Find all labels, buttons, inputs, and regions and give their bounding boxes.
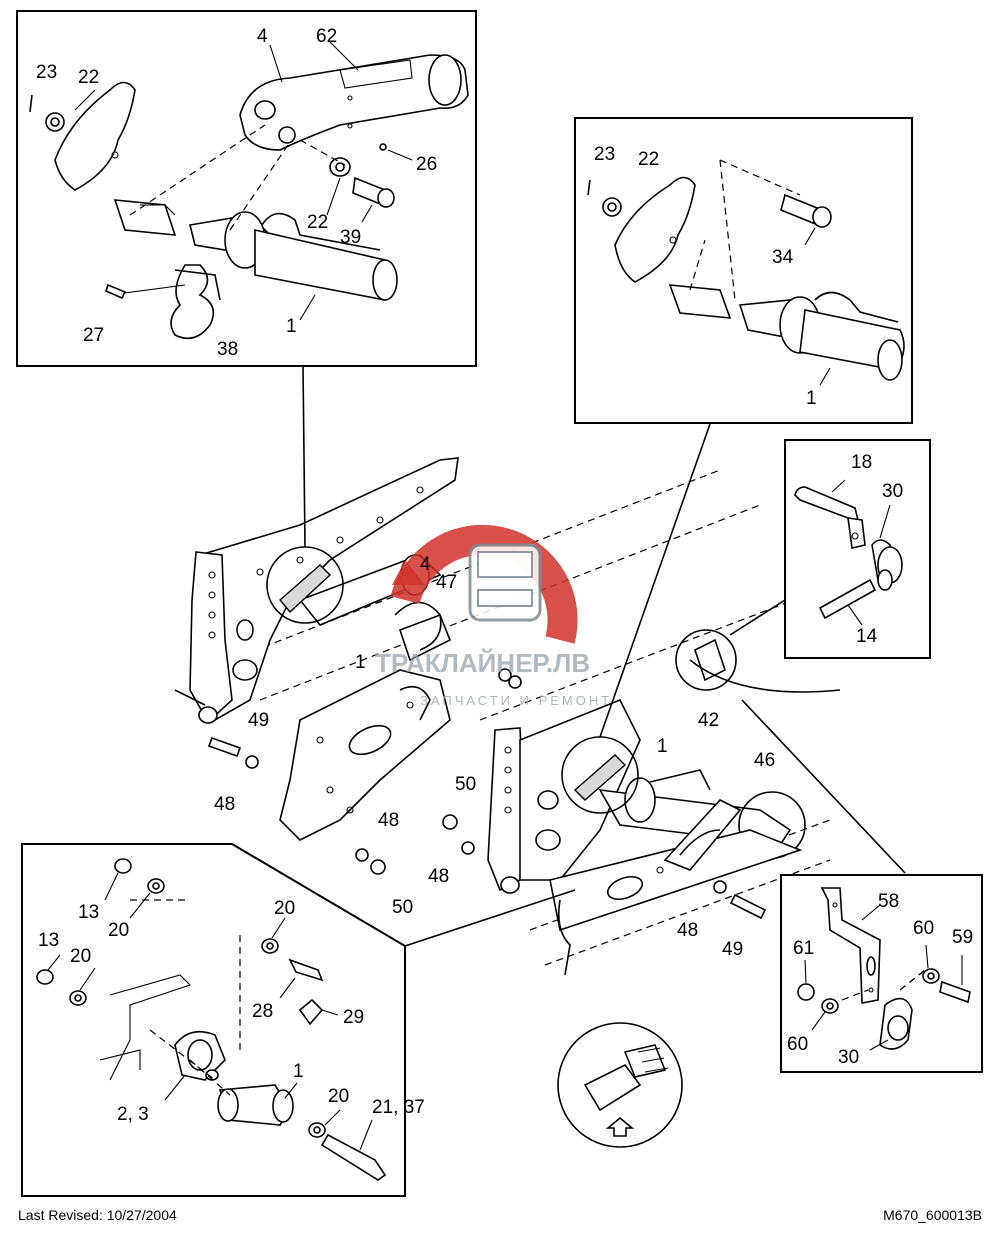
watermark-tagline: ЗАПЧАСТИ И РЕМОНТ (420, 693, 612, 708)
callout-label: 38 (217, 339, 238, 360)
callout-label: 22 (307, 212, 328, 233)
callout-label: 28 (252, 1001, 273, 1022)
inset-leader-lines (302, 365, 906, 947)
view-direction-inset (557, 1022, 683, 1148)
callout-label: 30 (882, 481, 903, 502)
callout-label: 1 (293, 1061, 304, 1082)
callout-label: 49 (722, 939, 743, 960)
callout-label: 42 (698, 710, 719, 731)
callout-label: 23 (594, 144, 615, 165)
inset-bottom-left (21, 843, 406, 1197)
callout-label: 18 (851, 452, 872, 473)
callout-label: 21, 37 (372, 1097, 425, 1118)
callout-label: 59 (952, 927, 973, 948)
callout-label: 34 (772, 247, 794, 268)
callout-label: 1 (355, 652, 366, 673)
inset-top-left (16, 10, 477, 367)
callout-label: 61 (793, 938, 814, 959)
callout-label: 23 (36, 62, 57, 83)
last-revised: Last Revised: 10/27/2004 (18, 1207, 177, 1223)
figure-code: M670_600013B (883, 1207, 982, 1223)
callout-label: 49 (248, 710, 269, 731)
main-assembly-view (174, 457, 841, 976)
callout-label: 1 (657, 736, 668, 757)
callout-label: 30 (838, 1047, 859, 1068)
callout-label: 20 (70, 946, 91, 967)
callout-label: 1 (286, 316, 297, 337)
inset-bottom-right (780, 874, 983, 1073)
callout-label: 48 (428, 866, 449, 887)
callout-label: 29 (343, 1007, 364, 1028)
callout-label: 1 (806, 388, 817, 409)
callout-label: 22 (638, 149, 659, 170)
watermark: ТРАКЛАЙНЕР.ЛВ ЗАПЧАСТИ И РЕМОНТ (375, 524, 612, 708)
callout-label: 60 (913, 918, 934, 939)
callout-label: 13 (38, 930, 59, 951)
callout-label: 58 (878, 891, 899, 912)
callout-label: 13 (78, 902, 99, 923)
view-direction-arrow-icon (605, 1116, 635, 1137)
callout-label: 27 (83, 325, 104, 346)
callout-label: 4 (420, 554, 431, 575)
callout-label: 50 (455, 774, 476, 795)
callout-label: 48 (677, 920, 698, 941)
callout-label: 20 (274, 898, 295, 919)
inset-mid-right (784, 439, 931, 659)
callout-label: 50 (392, 897, 413, 918)
callout-label: 62 (316, 26, 337, 47)
callout-label: 48 (214, 794, 235, 815)
callout-label: 39 (340, 227, 361, 248)
callout-label: 47 (436, 572, 457, 593)
callout-label: 22 (78, 67, 99, 88)
callout-label: 2, 3 (117, 1104, 149, 1125)
callout-label: 48 (378, 810, 399, 831)
watermark-brand: ТРАКЛАЙНЕР.ЛВ (375, 648, 590, 678)
inset-top-right (574, 117, 913, 424)
callout-label: 46 (754, 750, 775, 771)
callout-label: 60 (787, 1034, 808, 1055)
callout-label: 20 (108, 920, 129, 941)
truck-logo-icon (390, 524, 578, 644)
callout-label: 20 (328, 1086, 349, 1107)
callout-label: 14 (856, 626, 878, 647)
callout-label: 4 (257, 26, 268, 47)
callout-label: 26 (416, 154, 437, 175)
